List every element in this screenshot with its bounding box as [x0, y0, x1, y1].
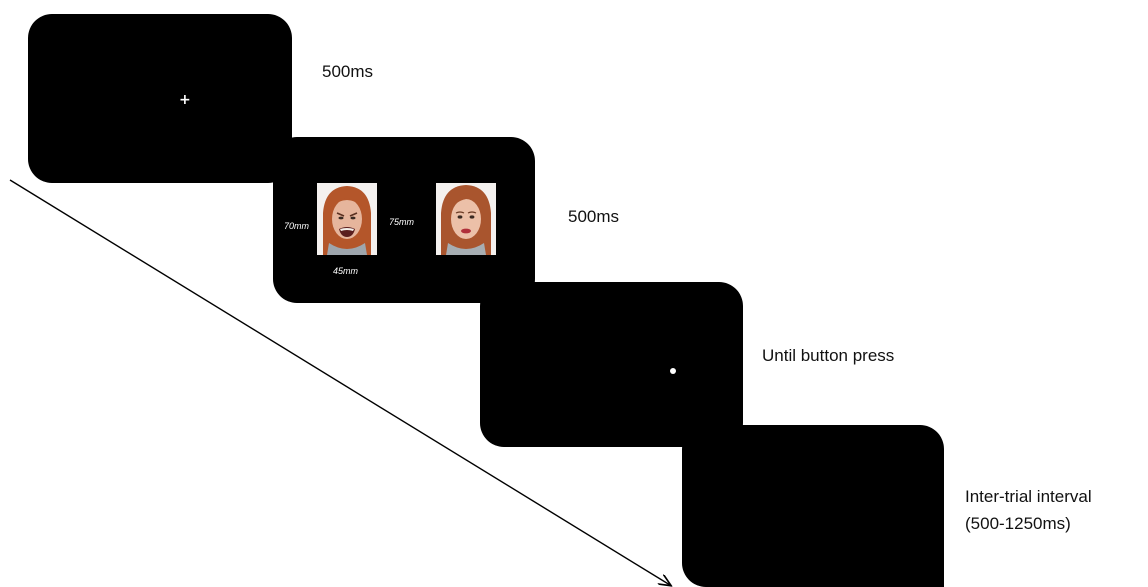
probe-dot [670, 368, 676, 374]
probe-duration-label: Until button press [762, 346, 895, 365]
width-dimension-label: 45mm [333, 266, 359, 276]
inter-trial-screen [682, 425, 944, 587]
height-dimension-label: 70mm [284, 221, 310, 231]
fixation-cross: + [179, 92, 191, 108]
face-duration-label: 500ms [568, 207, 620, 226]
probe-screen [480, 282, 743, 447]
inter-trial-range-label: (500-1250ms) [965, 514, 1071, 533]
fixation-screen: + [28, 14, 292, 183]
inter-trial-label: Inter-trial interval [965, 487, 1092, 506]
face-pair-screen: 70mm 75mm 45mm [273, 137, 535, 303]
neutral-face-image [436, 183, 496, 255]
gap-dimension-label: 75mm [389, 217, 415, 227]
fixation-duration-label: 500ms [322, 62, 374, 81]
angry-face-image [317, 183, 377, 255]
